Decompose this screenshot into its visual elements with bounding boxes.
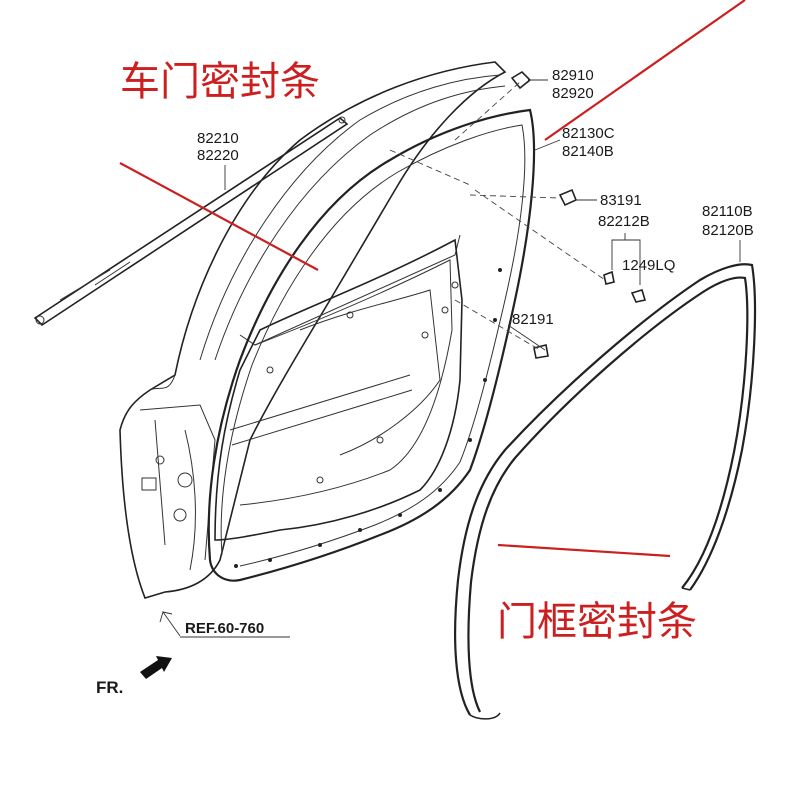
explode-lines xyxy=(389,81,606,351)
plug-82191 xyxy=(533,344,549,359)
front-arrow-icon xyxy=(140,656,172,679)
red-annotations xyxy=(119,0,746,558)
label-83191: 83191 xyxy=(600,192,642,209)
fr-label: FR. xyxy=(96,678,123,697)
label-82140B: 82140B xyxy=(562,143,614,160)
leader-lines xyxy=(159,79,741,638)
door-seal-caption: 车门密封条 xyxy=(120,59,320,105)
opening-weatherstrip xyxy=(454,263,757,720)
belt-moulding xyxy=(33,116,349,327)
plug-83191 xyxy=(558,188,578,207)
label-82910: 82910 xyxy=(552,67,594,84)
frame-seal-caption: 门框密封条 xyxy=(497,599,697,645)
label-82220: 82220 xyxy=(197,147,239,164)
label-1249LQ: 1249LQ xyxy=(622,257,675,274)
clip-82212B xyxy=(603,270,615,285)
red-line-door-seal xyxy=(119,162,319,271)
label-82120B: 82120B xyxy=(702,222,754,239)
door-weatherstrip xyxy=(207,108,536,582)
label-82191: 82191 xyxy=(512,311,554,328)
door-shell xyxy=(119,61,507,599)
red-line-door-seal-top xyxy=(544,0,746,141)
label-82130C: 82130C xyxy=(562,125,615,142)
bolt-1249LQ xyxy=(630,289,647,303)
red-line-frame-seal xyxy=(497,543,671,558)
label-82210: 82210 xyxy=(197,130,239,147)
clip-82910 xyxy=(510,70,532,90)
label-82212B: 82212B xyxy=(598,213,650,230)
label-82920: 82920 xyxy=(552,85,594,102)
ref-label: REF.60-760 xyxy=(185,620,264,637)
label-82110B: 82110B xyxy=(702,203,753,220)
